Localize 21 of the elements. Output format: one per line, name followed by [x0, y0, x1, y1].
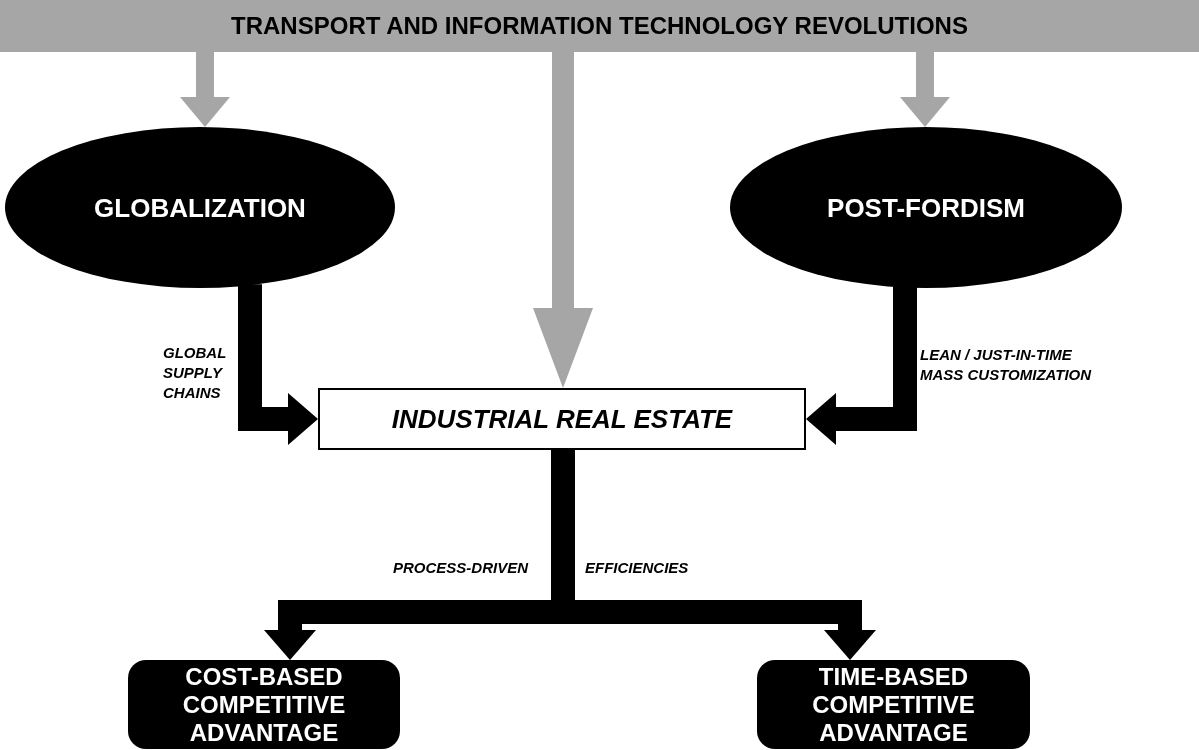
node-label: POST-FORDISM: [827, 192, 1025, 223]
arrow: [806, 286, 917, 445]
arrow: [180, 52, 230, 127]
arrow: [900, 52, 950, 127]
node-label: TRANSPORT AND INFORMATION TECHNOLOGY REVOLUTIONS: [231, 12, 968, 40]
node-label: GLOBALIZATION: [94, 192, 306, 223]
rounded-box: [757, 660, 1030, 749]
process-box: [318, 388, 806, 450]
ellipse-node: [730, 127, 1122, 288]
node-label: INDUSTRIAL REAL ESTATE: [391, 404, 733, 434]
ellipse-node: [5, 127, 395, 288]
node-label: TIME-BASED COMPETITIVE ADVANTAGE: [811, 662, 976, 747]
edge-label: LEAN / JUST-IN-TIME MASS CUSTOMIZATION: [920, 345, 1093, 385]
arrow: [238, 284, 318, 445]
banner-band: [0, 0, 1199, 52]
node-label: COST-BASED COMPETITIVE ADVANTAGE: [181, 662, 347, 747]
edge-label: GLOBAL SUPPLY CHAINS: [163, 343, 228, 403]
edge-label: EFFICIENCIES: [585, 558, 690, 578]
rounded-box: [128, 660, 400, 749]
edge-label: PROCESS-DRIVEN: [391, 558, 528, 578]
arrow: [533, 52, 593, 388]
